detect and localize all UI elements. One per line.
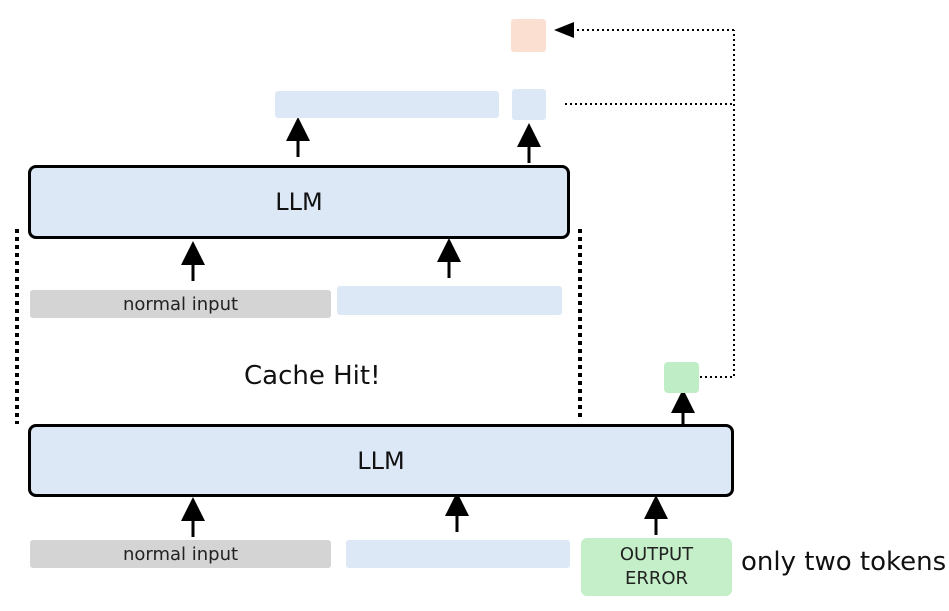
output-error-line1: OUTPUT (619, 544, 694, 565)
orange-token (511, 19, 546, 52)
top-blue-input-token (337, 286, 562, 315)
top-normal-input: normal input (30, 290, 331, 318)
bottom-normal-input: normal input (30, 540, 331, 568)
output-token-short (512, 89, 546, 120)
top-normal-input-label: normal input (122, 293, 239, 315)
cache-hit-label: Cache Hit! (244, 361, 381, 391)
only-two-tokens-note: only two tokens (741, 547, 947, 577)
dotted-path-green-to-right (700, 30, 735, 378)
output-error-box: OUTPUT ERROR (581, 538, 732, 596)
green-token (664, 362, 699, 393)
top-llm-label: LLM (275, 188, 323, 216)
bottom-llm-label: LLM (357, 446, 405, 475)
bottom-llm-box: LLM (28, 424, 734, 497)
output-error-line2: ERROR (624, 568, 689, 589)
bottom-normal-input-label: normal input (122, 543, 239, 565)
top-llm-box: LLM (28, 165, 570, 239)
output-token-long (275, 91, 499, 118)
bottom-blue-input-token (346, 540, 570, 568)
